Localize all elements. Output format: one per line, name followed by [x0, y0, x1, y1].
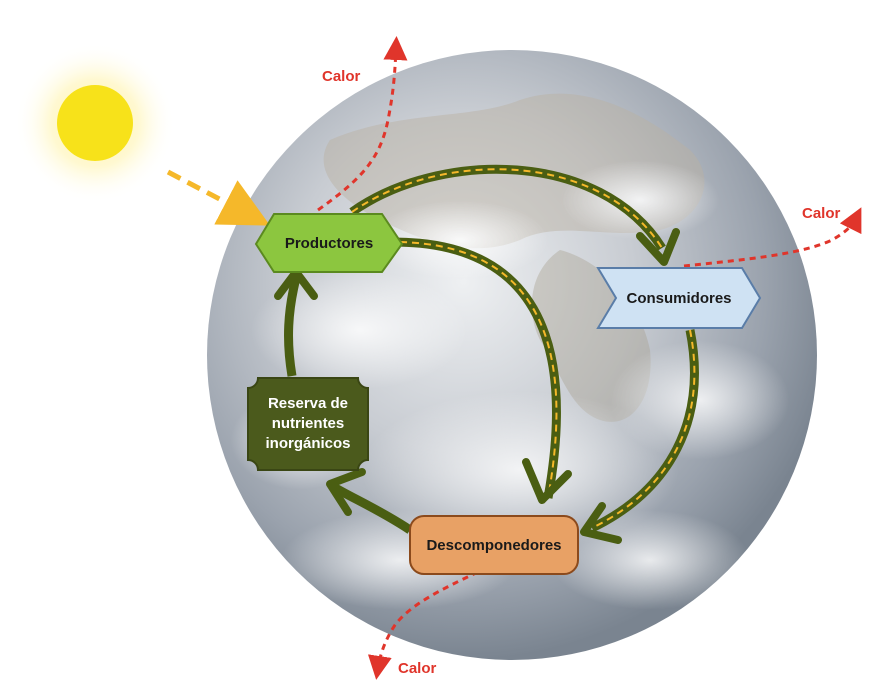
heat-arrow-top	[317, 36, 408, 212]
descomponedores-label: Descomponedores	[426, 536, 562, 554]
heat-arrow-right	[683, 207, 862, 268]
heat-label-top: Calor	[322, 68, 361, 85]
sun-icon	[15, 43, 175, 203]
consumidores-label: Consumidores	[626, 289, 732, 307]
descomponedores-shape	[409, 515, 579, 575]
flow-productores-to-descomponedores	[387, 237, 572, 504]
productores-shape	[254, 213, 404, 273]
heat-label-right: Calor	[802, 205, 841, 222]
reserva-label-line1: Reserva de	[267, 395, 349, 412]
sunlight-arrow	[166, 169, 271, 226]
reserva-label-line3: inorgánicos	[265, 435, 351, 452]
flow-productores-to-consumidores	[349, 164, 680, 266]
flow-consumidores-to-descomponedores	[580, 329, 699, 544]
productores-label: Productores	[284, 234, 374, 252]
consumidores-shape	[596, 267, 762, 329]
flow-descomponedores-to-reserva	[326, 468, 413, 534]
heat-label-bottom: Calor	[398, 660, 437, 677]
reserva-label-line2: nutrientes	[271, 415, 345, 432]
reserva-label: Reserva de nutrientes inorgánicos	[248, 378, 368, 470]
reserva-shape	[247, 377, 369, 471]
